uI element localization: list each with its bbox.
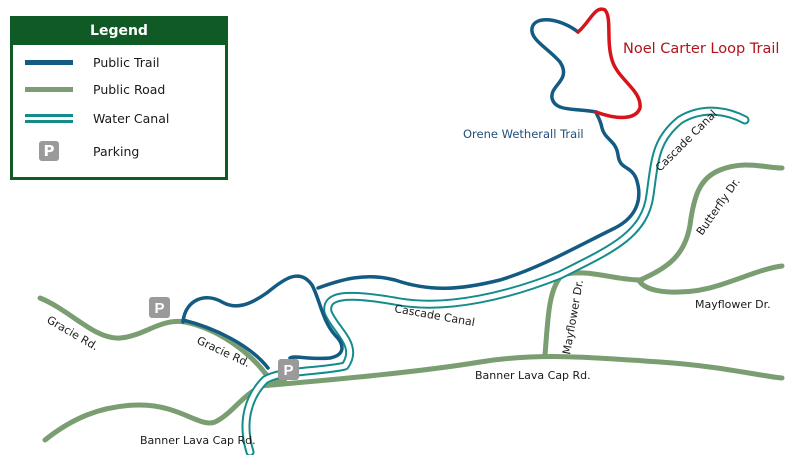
noel-carter-loop-trail	[576, 7, 642, 120]
svg-text:P: P	[283, 362, 293, 379]
parking-icon: P	[149, 297, 170, 318]
public-trail	[181, 110, 641, 361]
banner-lava-cap-lower-label: Banner Lava Cap Rd.	[140, 434, 256, 447]
legend-label: Public Trail	[93, 55, 160, 70]
svg-text:P: P	[154, 300, 164, 317]
trail-along-gracie	[181, 318, 270, 370]
legend-label: Public Road	[93, 82, 166, 97]
banner-lava-cap-rd-lower	[42, 383, 265, 443]
legend-item-public-trail: Public Trail	[25, 55, 160, 70]
mayflower-dr-label: Mayflower Dr.	[695, 298, 771, 311]
mayflower-dr-vertical-label: Mayflower Dr.	[560, 279, 586, 356]
canal-swatch	[25, 114, 73, 123]
butterfly-dr	[637, 162, 785, 283]
banner-lava-cap-rd	[257, 354, 785, 389]
mayflower-dr-east	[637, 263, 785, 295]
parking-icon: P	[278, 359, 299, 380]
gracie-rd	[37, 295, 288, 385]
noel-carter-label: Noel Carter Loop Trail	[623, 41, 779, 57]
legend-title: Legend	[13, 19, 225, 45]
trail-swatch	[25, 60, 73, 65]
legend-label: Parking	[93, 143, 140, 159]
orene-wetherall-loop	[530, 18, 598, 114]
banner-lava-cap-label: Banner Lava Cap Rd.	[475, 369, 591, 382]
orene-wetherall-label: Orene Wetherall Trail	[463, 127, 584, 141]
legend-label: Water Canal	[93, 111, 170, 126]
road-swatch	[25, 87, 73, 92]
parking-icon: P	[39, 141, 59, 161]
legend-item-public-road: Public Road	[25, 82, 165, 97]
legend-item-water-canal: Water Canal	[25, 111, 169, 126]
mayflower-dr	[542, 270, 645, 358]
legend: Legend Public Trail Public Road Water Ca…	[10, 16, 228, 180]
legend-item-parking: P Parking	[25, 141, 139, 161]
